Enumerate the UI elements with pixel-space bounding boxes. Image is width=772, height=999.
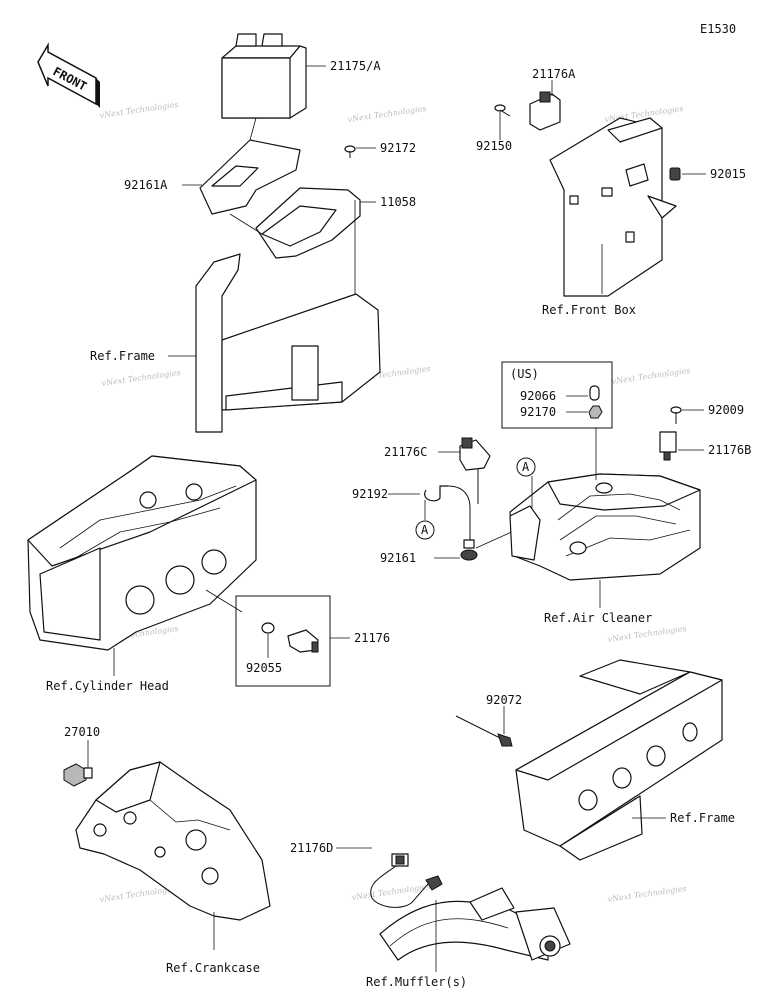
callout-92009: 92009	[708, 403, 744, 417]
sensor-21176d	[370, 853, 443, 908]
callout-ref-frame-top: Ref.Frame	[90, 349, 155, 363]
callout-ref-cylinder-head: Ref.Cylinder Head	[46, 679, 169, 693]
callout-92161a: 92161A	[124, 178, 168, 192]
sensor-21176c	[459, 437, 491, 471]
air-cleaner-body	[509, 473, 701, 581]
cylinder-head	[27, 455, 257, 651]
callout-21176: 21176	[354, 631, 390, 645]
frame-bottom-right	[515, 659, 723, 861]
svg-text:vNext Technologies: vNext Technologies	[607, 884, 687, 904]
callout-92172: 92172	[380, 141, 416, 155]
callout-21175a: 21175/A	[330, 59, 381, 73]
callout-92161: 92161	[380, 551, 416, 565]
callout-ref-muffler: Ref.Muffler(s)	[366, 975, 467, 989]
callout-ref-front-box: Ref.Front Box	[542, 303, 636, 317]
callout-92072: 92072	[486, 693, 522, 707]
callout-21176a: 21176A	[532, 67, 576, 81]
callout-21176b: 21176B	[708, 443, 751, 457]
svg-text:vNext Technologies: vNext Technologies	[611, 366, 691, 386]
svg-text:vNext Technologies: vNext Technologies	[347, 104, 427, 124]
callout-ref-frame-bottom: Ref.Frame	[670, 811, 735, 825]
bracket-92161a	[199, 117, 301, 215]
frame-top-left	[195, 253, 381, 433]
grommet-92015-icon	[669, 167, 681, 181]
callout-us: (US)	[510, 367, 539, 381]
circle-a-left: A	[421, 523, 429, 537]
callout-21176d: 21176D	[290, 841, 333, 855]
callout-92055: 92055	[246, 661, 282, 675]
sensor-92072	[455, 715, 513, 747]
callout-ref-air-cleaner: Ref.Air Cleaner	[544, 611, 652, 625]
front-arrow-icon: FRONT	[37, 42, 100, 108]
bracket-11058	[229, 187, 361, 259]
callout-92192: 92192	[352, 487, 388, 501]
sensor-21176b	[659, 431, 677, 461]
bolt-92150-icon	[494, 104, 511, 117]
diagram-code: E1530	[700, 22, 736, 36]
sensor-21176-box	[235, 595, 331, 687]
svg-text:vNext Technologies: vNext Technologies	[101, 368, 181, 388]
sensor-21176a	[529, 91, 561, 131]
crankcase	[75, 761, 271, 921]
ecu-unit	[221, 33, 307, 119]
bolt-92009-icon	[670, 406, 682, 424]
fitting-92161	[460, 539, 478, 561]
circle-a-right: A	[522, 460, 530, 474]
sensor-27010	[63, 763, 93, 787]
svg-text:vNext Technologies: vNext Technologies	[607, 624, 687, 644]
svg-text:vNext Technologies: vNext Technologies	[99, 100, 179, 120]
bolt-92172-icon	[344, 145, 356, 158]
callout-ref-crankcase: Ref.Crankcase	[166, 961, 260, 975]
callout-92066: 92066	[520, 389, 556, 403]
callout-11058: 11058	[380, 195, 416, 209]
callout-21176c: 21176C	[384, 445, 427, 459]
svg-text:vNext Technologies: vNext Technologies	[351, 882, 431, 902]
us-box: (US)	[501, 361, 613, 429]
front-box-panel	[549, 117, 677, 297]
callout-92150: 92150	[476, 139, 512, 153]
callout-92015: 92015	[710, 167, 746, 181]
muffler-pipe	[379, 887, 571, 961]
callout-92170: 92170	[520, 405, 556, 419]
callout-27010: 27010	[64, 725, 100, 739]
hose-92192	[424, 485, 471, 540]
